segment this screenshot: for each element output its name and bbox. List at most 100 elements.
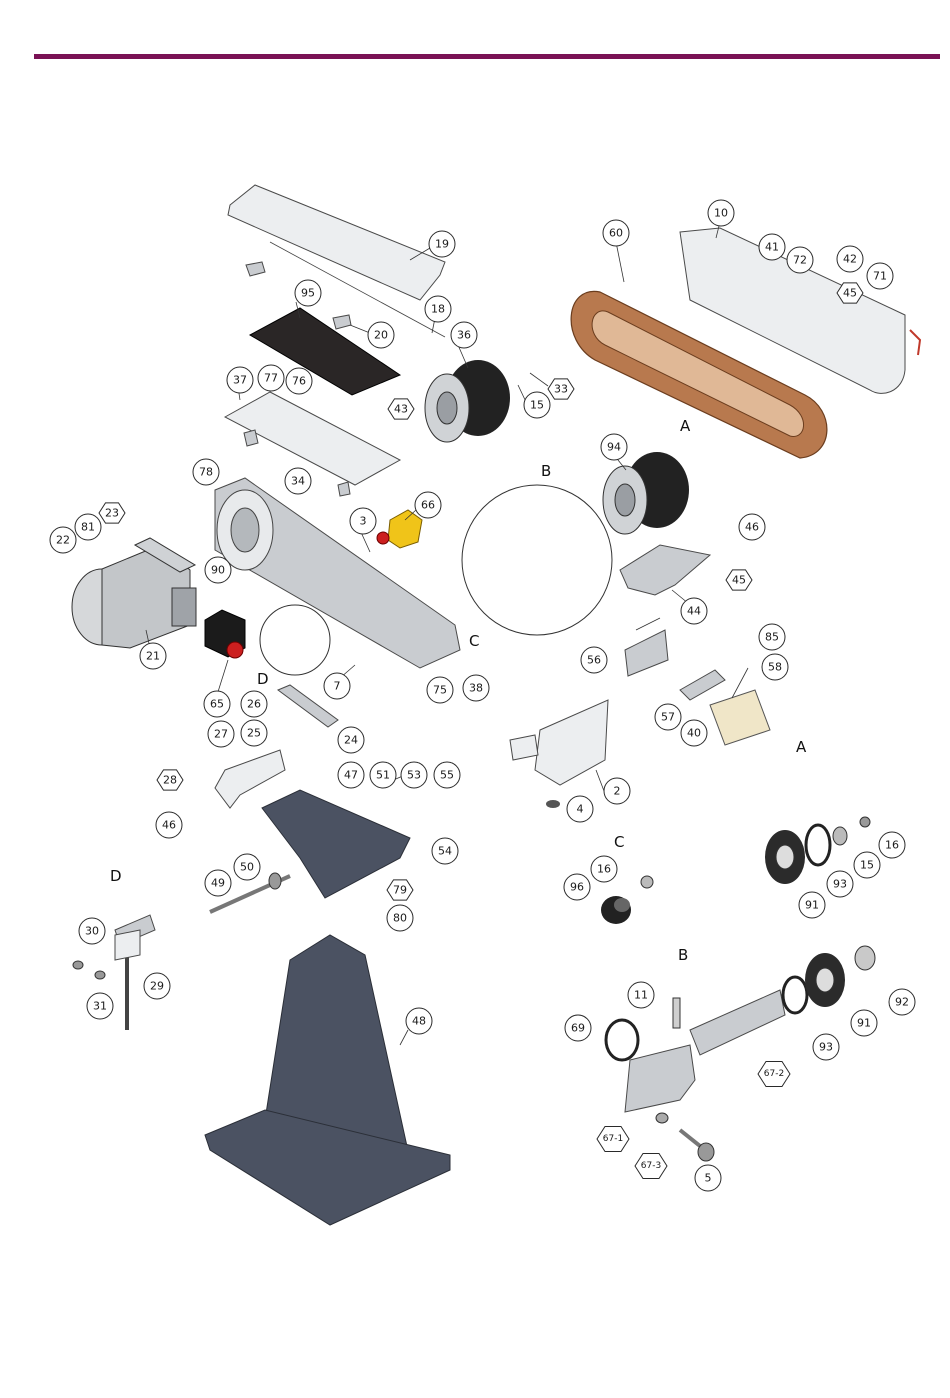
callout-number: 77 bbox=[264, 372, 278, 385]
callout-15: 15 bbox=[524, 392, 550, 418]
callout-78: 78 bbox=[193, 459, 219, 485]
drive-wheel bbox=[603, 452, 689, 534]
callout-number: 11 bbox=[634, 989, 648, 1002]
callout-number: 67-1 bbox=[603, 1134, 623, 1144]
callout-49: 49 bbox=[205, 870, 231, 896]
callout-37: 37 bbox=[227, 367, 253, 393]
callout-56: 56 bbox=[581, 647, 607, 673]
callout-10: 10 bbox=[708, 200, 734, 226]
callout-number: 67-2 bbox=[764, 1069, 784, 1079]
callout-11: 11 bbox=[628, 982, 654, 1008]
pedestal-stand bbox=[205, 935, 450, 1225]
callout-40: 40 bbox=[681, 720, 707, 746]
callout-number: 80 bbox=[393, 912, 407, 925]
callout-layer: 1995182036331537777643783436660104142727… bbox=[50, 200, 915, 1191]
callout-number: 96 bbox=[570, 881, 584, 894]
callout-number: 91 bbox=[805, 899, 819, 912]
callout-33: 33 bbox=[548, 379, 574, 399]
callout-2: 2 bbox=[604, 778, 630, 804]
callout-4: 4 bbox=[567, 796, 593, 822]
callout-16: 16 bbox=[591, 856, 617, 882]
callout-38: 38 bbox=[463, 675, 489, 701]
callout-number: 71 bbox=[873, 270, 887, 283]
callout-60: 60 bbox=[603, 220, 629, 246]
rest-bracket bbox=[625, 630, 668, 676]
callout-number: 19 bbox=[435, 238, 449, 251]
callout-number: 21 bbox=[146, 650, 160, 663]
callout-93: 93 bbox=[813, 1034, 839, 1060]
callout-77: 77 bbox=[258, 365, 284, 391]
callout-number: 93 bbox=[833, 878, 847, 891]
callout-number: 79 bbox=[393, 884, 407, 897]
callout-75: 75 bbox=[427, 677, 453, 703]
callout-number: 67-3 bbox=[641, 1161, 661, 1171]
callout-number: 38 bbox=[469, 682, 483, 695]
clamp-bracket bbox=[215, 750, 285, 808]
detail-a-assembly bbox=[765, 817, 870, 884]
callout-67-1: 67-1 bbox=[597, 1127, 629, 1152]
callout-80: 80 bbox=[387, 905, 413, 931]
callout-number: 25 bbox=[247, 727, 261, 740]
callout-number: 92 bbox=[895, 996, 909, 1009]
callout-number: 45 bbox=[843, 287, 857, 300]
callout-18: 18 bbox=[425, 296, 451, 322]
callout-number: 91 bbox=[857, 1017, 871, 1030]
callout-number: 93 bbox=[819, 1041, 833, 1054]
callout-number: 72 bbox=[793, 254, 807, 267]
callout-34: 34 bbox=[285, 468, 311, 494]
callout-number: 95 bbox=[301, 287, 315, 300]
callout-48: 48 bbox=[406, 1008, 432, 1034]
callout-number: 50 bbox=[240, 861, 254, 874]
callout-number: 16 bbox=[597, 863, 611, 876]
callout-21: 21 bbox=[140, 643, 166, 669]
callout-28: 28 bbox=[157, 770, 183, 790]
callout-24: 24 bbox=[338, 727, 364, 753]
motor-switch bbox=[205, 610, 245, 658]
callout-number: 46 bbox=[162, 819, 176, 832]
callout-number: 53 bbox=[407, 769, 421, 782]
callout-number: 66 bbox=[421, 499, 435, 512]
callout-number: 24 bbox=[344, 734, 358, 747]
callout-number: 55 bbox=[440, 769, 454, 782]
section-label: A bbox=[796, 738, 807, 756]
callout-number: 45 bbox=[732, 574, 746, 587]
callout-number: 81 bbox=[81, 521, 95, 534]
callout-number: 23 bbox=[105, 507, 119, 520]
callout-number: 54 bbox=[438, 845, 452, 858]
callout-79: 79 bbox=[387, 880, 413, 900]
callout-number: 46 bbox=[745, 521, 759, 534]
callout-number: 49 bbox=[211, 877, 225, 890]
callout-57: 57 bbox=[655, 704, 681, 730]
section-label: C bbox=[469, 632, 479, 650]
callout-93: 93 bbox=[827, 871, 853, 897]
callout-22: 22 bbox=[50, 527, 76, 553]
callout-50: 50 bbox=[234, 854, 260, 880]
callout-5: 5 bbox=[695, 1165, 721, 1191]
callout-31: 31 bbox=[87, 993, 113, 1019]
section-label: C bbox=[614, 833, 624, 851]
callout-number: 4 bbox=[577, 803, 584, 816]
callout-55: 55 bbox=[434, 762, 460, 788]
tool-rest bbox=[620, 545, 710, 595]
dust-hood bbox=[510, 700, 608, 808]
transparent-guard bbox=[710, 690, 770, 745]
section-label: D bbox=[110, 867, 122, 885]
callout-95: 95 bbox=[295, 280, 321, 306]
callout-number: 5 bbox=[705, 1172, 712, 1185]
callout-3: 3 bbox=[350, 508, 376, 534]
rest-arm bbox=[680, 670, 725, 700]
callout-91: 91 bbox=[851, 1010, 877, 1036]
callout-number: 37 bbox=[233, 374, 247, 387]
callout-7: 7 bbox=[324, 673, 350, 699]
section-label: D bbox=[257, 670, 269, 688]
callout-number: 30 bbox=[85, 925, 99, 938]
callout-36: 36 bbox=[451, 322, 477, 348]
emergency-switch bbox=[377, 510, 422, 548]
callout-number: 57 bbox=[661, 711, 675, 724]
callout-20: 20 bbox=[368, 322, 394, 348]
detail-ring-b bbox=[462, 485, 612, 635]
callout-number: 16 bbox=[885, 839, 899, 852]
callout-96: 96 bbox=[564, 874, 590, 900]
callout-number: 75 bbox=[433, 684, 447, 697]
platen-plate bbox=[225, 392, 400, 496]
